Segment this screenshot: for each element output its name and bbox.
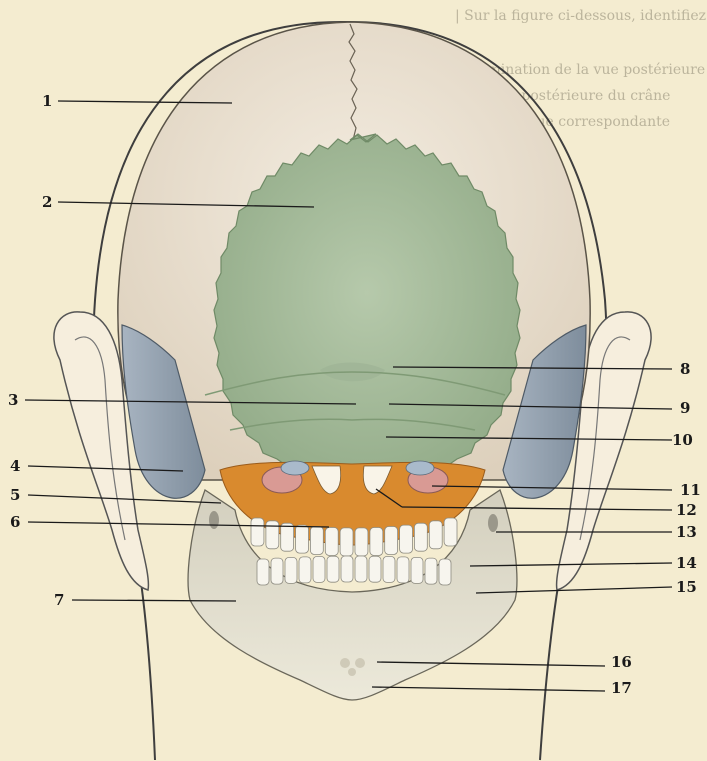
label-12: 12 [676,501,697,519]
tooth [296,525,309,553]
tooth [370,528,383,556]
tooth [341,556,353,582]
tooth [355,556,367,582]
jugular-process-right [406,461,434,475]
tooth [251,518,264,546]
label-10: 10 [672,431,693,449]
label-6: 6 [10,513,20,531]
label-14: 14 [676,554,697,572]
mandibular-foramen-right [488,514,498,532]
label-13: 13 [676,523,697,541]
label-4: 4 [10,457,20,475]
tooth [397,557,409,583]
label-15: 15 [676,578,697,596]
label-5: 5 [10,486,20,504]
tooth [271,558,283,584]
label-3: 3 [8,391,18,409]
tooth [313,556,325,582]
bg-text-line: | Sur la figure ci-dessous, identifiez [455,8,706,24]
tooth [355,528,368,556]
label-16: 16 [611,653,632,671]
tooth [325,528,338,556]
tooth [310,527,323,555]
jugular-process-left [281,461,309,475]
label-2: 2 [42,193,52,211]
leader-line-17 [372,687,605,691]
tooth [257,559,269,585]
tooth [411,557,423,583]
tooth [285,557,297,583]
tooth [327,556,339,582]
label-8: 8 [680,360,690,378]
tooth [400,525,413,553]
bg-text-line: nomination de la vue postérieure [470,62,705,78]
label-11: 11 [680,481,701,499]
tooth [281,523,294,551]
tooth [299,557,311,583]
label-17: 17 [611,679,632,697]
mandibular-foramen-left [209,511,219,529]
label-1: 1 [42,92,52,110]
tooth [429,521,442,549]
tooth [266,521,279,549]
tooth [383,556,395,582]
tooth [425,558,437,584]
tooth [369,556,381,582]
tooth [340,528,353,556]
tooth [439,559,451,585]
label-7: 7 [54,591,64,609]
tooth [444,518,457,546]
label-9: 9 [680,399,690,417]
tooth [385,527,398,555]
tooth [414,523,427,551]
